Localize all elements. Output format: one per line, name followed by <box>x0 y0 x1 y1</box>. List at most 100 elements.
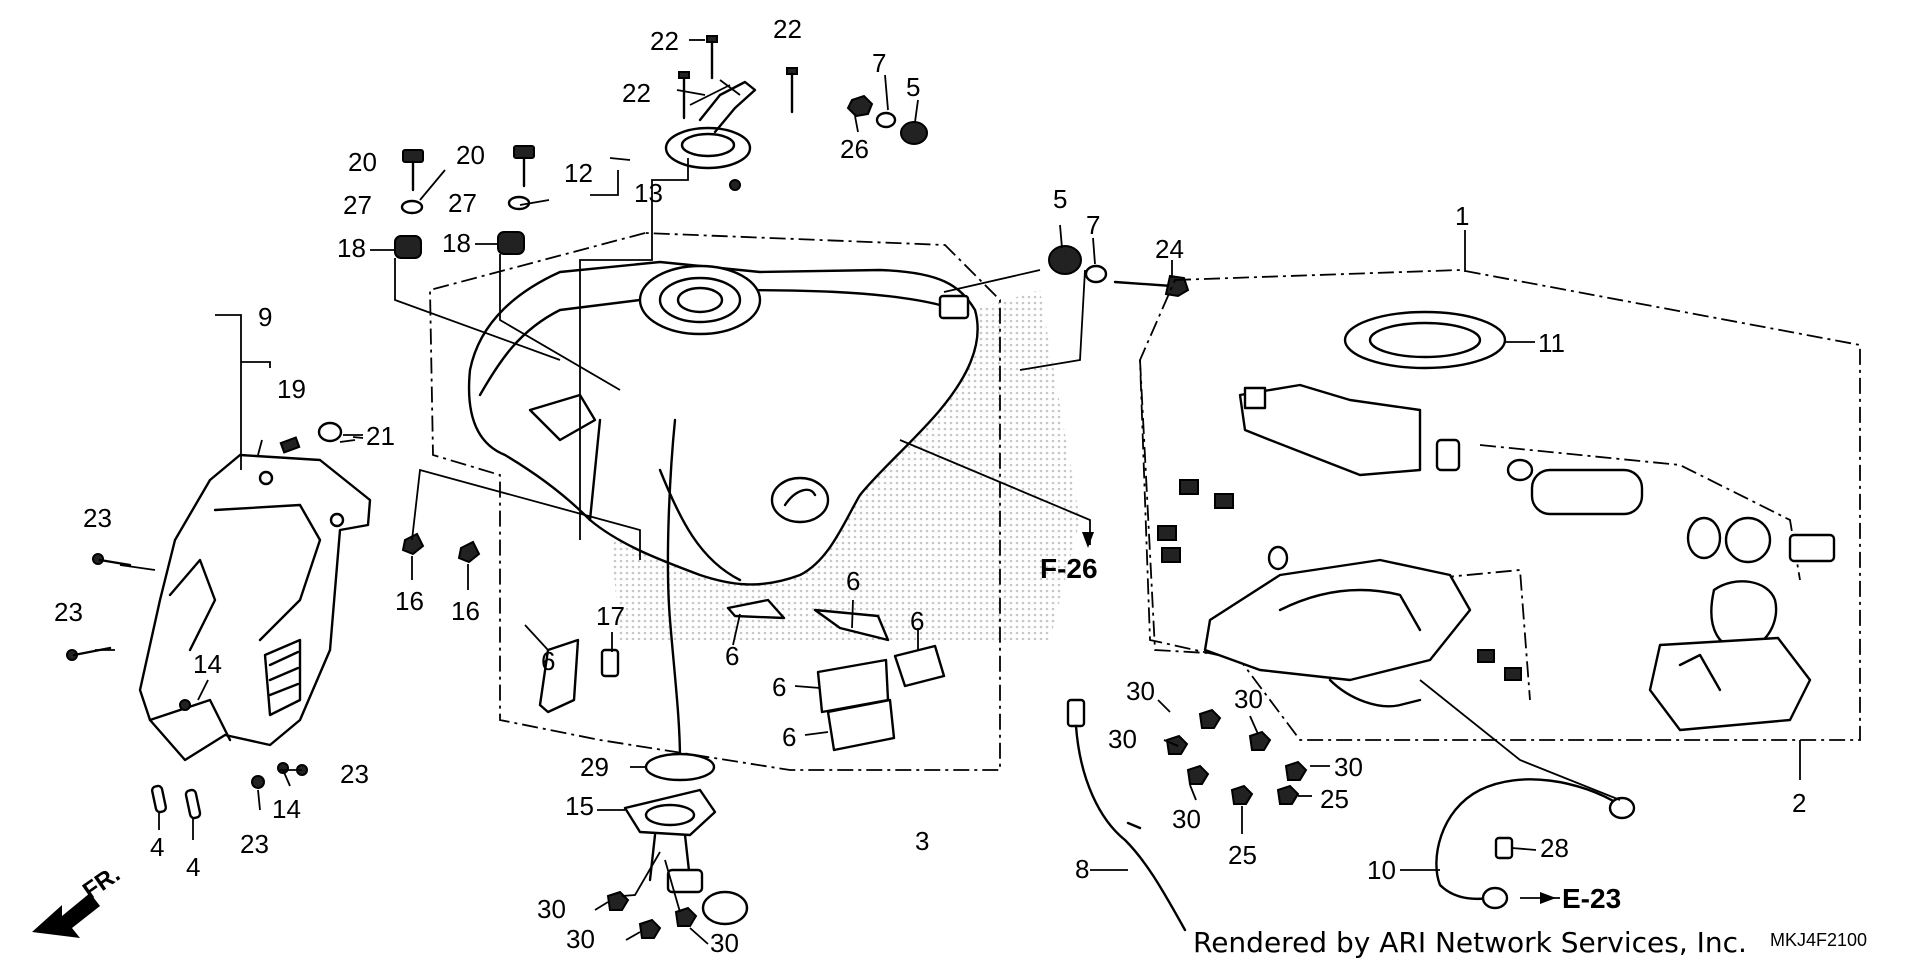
gasket-11 <box>1343 310 1507 370</box>
grommet-21 <box>317 421 343 443</box>
tank-badge <box>770 476 830 524</box>
callout-5b: 5 <box>1053 184 1067 214</box>
callout-27a: 27 <box>343 190 372 220</box>
callout-23d: 23 <box>240 829 269 859</box>
washer-7-top <box>875 111 897 129</box>
mount-hardware-left <box>394 149 424 259</box>
callout-25a: 25 <box>1320 784 1349 814</box>
callout-3: 3 <box>915 826 929 856</box>
seal-29 <box>644 752 716 782</box>
callout-6d: 6 <box>910 606 924 636</box>
nut-26 <box>846 94 874 118</box>
callout-25b: 25 <box>1228 840 1257 870</box>
callout-18b: 18 <box>442 228 471 258</box>
clip-14-a <box>179 699 191 711</box>
callout-28: 28 <box>1540 833 1569 863</box>
pump-filter <box>1686 516 1722 560</box>
callout-30h: 30 <box>1172 804 1201 834</box>
callout-8: 8 <box>1075 854 1089 884</box>
callout-23c: 23 <box>340 759 369 789</box>
callout-6f: 6 <box>782 722 796 752</box>
nut-30-b <box>638 918 662 939</box>
fuel-pump-assembly-group <box>1139 269 1861 741</box>
callout-26: 26 <box>840 134 869 164</box>
callout-21: 21 <box>366 421 395 451</box>
rendered-by: Rendered by ARI Network Services, Inc. <box>1193 926 1747 959</box>
pump-reservoir <box>1648 636 1812 732</box>
pin-4-b <box>184 788 202 820</box>
callout-14a: 14 <box>193 649 222 679</box>
nut-30-c <box>674 906 698 927</box>
callout-30a: 30 <box>537 894 566 924</box>
nut-25-a <box>1276 784 1300 805</box>
callout-9: 9 <box>258 302 272 332</box>
pump-strainer <box>1724 516 1772 564</box>
callout-22b: 22 <box>773 14 802 44</box>
harness-10 <box>1435 778 1636 910</box>
callout-5a: 5 <box>906 72 920 102</box>
bolt-22-group <box>678 35 798 120</box>
clip-16-right <box>457 540 481 564</box>
leader-lines <box>95 39 1801 945</box>
callout-23a: 23 <box>83 503 112 533</box>
callout-11: 11 <box>1538 328 1565 358</box>
fuel-cap-key <box>698 80 757 134</box>
clip-16-left <box>401 532 425 556</box>
pump-motor <box>1530 468 1644 516</box>
pressure-regulator <box>1710 580 1778 652</box>
grommet-5-side <box>1048 245 1082 275</box>
ref-f26: F-26 <box>1040 553 1098 584</box>
tank-connector <box>938 294 970 320</box>
callout-30g: 30 <box>1334 752 1363 782</box>
pad-6-d <box>893 644 946 688</box>
filler-neck <box>638 264 762 336</box>
tank-bracket <box>528 393 597 442</box>
callout-20a: 20 <box>348 147 377 177</box>
callout-7a: 7 <box>872 48 886 78</box>
fuel-cap-assembly <box>664 80 757 191</box>
callout-6c: 6 <box>846 566 860 596</box>
callout-10: 10 <box>1367 855 1396 885</box>
callout-30c: 30 <box>710 928 739 958</box>
callout-30b: 30 <box>566 924 595 954</box>
nut-25-b <box>1230 784 1254 805</box>
callout-16a: 16 <box>395 586 424 616</box>
callout-labels: 1 2 3 4 4 5 5 6 6 6 6 6 6 7 7 8 9 10 11 … <box>54 14 1806 958</box>
clip-19 <box>279 436 301 454</box>
callout-6a: 6 <box>541 646 555 676</box>
callout-12: 12 <box>564 158 593 188</box>
callout-17: 17 <box>596 601 625 631</box>
fuel-pump-plate-15 <box>623 788 749 926</box>
clip-17 <box>600 648 620 678</box>
mount-hardware-right <box>497 145 535 255</box>
hose-8 <box>1066 698 1187 932</box>
callout-30f: 30 <box>1234 684 1263 714</box>
callout-6e: 6 <box>772 672 786 702</box>
pad-6-f <box>826 698 896 752</box>
ref-e23: E-23 <box>1562 883 1621 914</box>
pad-6-a <box>538 638 580 714</box>
callout-24: 24 <box>1155 234 1184 264</box>
callout-20b: 20 <box>456 140 485 170</box>
sender-unit <box>1238 383 1422 477</box>
nut-30-f <box>1248 730 1272 751</box>
cover-grille <box>263 638 302 717</box>
bolt-24 <box>1113 274 1190 298</box>
callout-30d: 30 <box>1126 676 1155 706</box>
washer-7-side <box>1084 264 1108 284</box>
pad-6-b <box>726 598 786 620</box>
tank-side-cover <box>138 453 372 762</box>
callout-15: 15 <box>565 791 594 821</box>
front-direction-arrow: FR. <box>32 861 125 938</box>
arrow-f26 <box>1082 532 1094 548</box>
nut-30-a <box>606 890 630 911</box>
nut-30-h <box>1186 764 1210 785</box>
callout-6b: 6 <box>725 641 739 671</box>
callout-29: 29 <box>580 752 609 782</box>
callout-4a: 4 <box>150 832 164 862</box>
callout-4b: 4 <box>186 852 200 882</box>
callout-22a: 22 <box>650 26 679 56</box>
screw-23-d <box>251 775 265 789</box>
callout-13: 13 <box>634 178 663 208</box>
